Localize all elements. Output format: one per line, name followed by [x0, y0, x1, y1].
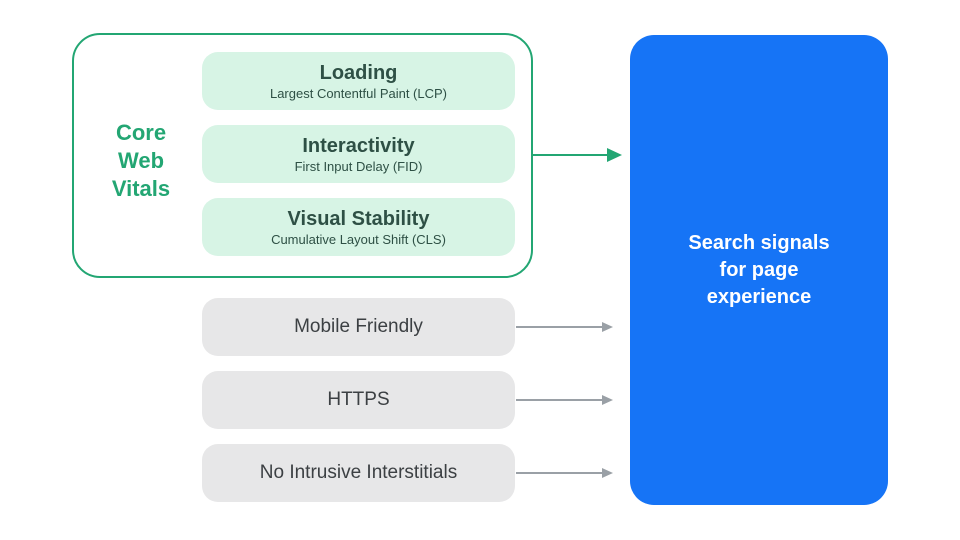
- arrow-head-icon: [602, 467, 613, 478]
- signal-card-no-intrusive-interstitials: No Intrusive Interstitials: [202, 444, 515, 502]
- core-web-vitals-group: Core Web Vitals Loading Largest Contentf…: [72, 33, 533, 278]
- signal-card-title: Loading: [319, 61, 398, 84]
- no-intrusive-interstitials-arrow: [516, 467, 613, 478]
- arrow-shaft: [516, 325, 602, 328]
- arrow-shaft: [516, 398, 602, 401]
- mobile-friendly-arrow: [516, 321, 613, 332]
- search-signals-text-line: for page: [719, 258, 799, 281]
- signal-card-loading: Loading Largest Contentful Paint (LCP): [202, 52, 515, 110]
- signal-card-title: Interactivity: [302, 134, 415, 157]
- signal-card-label: HTTPS: [327, 389, 390, 410]
- core-web-vitals-arrow: [533, 148, 622, 162]
- search-signals-text-line: Search signals: [688, 231, 830, 254]
- core-web-vitals-label-line: Vitals: [111, 176, 171, 201]
- arrow-head-icon: [602, 394, 613, 405]
- arrow-head-icon: [607, 148, 622, 162]
- signal-card-mobile-friendly: Mobile Friendly: [202, 298, 515, 356]
- signal-card-label: Mobile Friendly: [294, 316, 423, 337]
- signal-card-interactivity: Interactivity First Input Delay (FID): [202, 125, 515, 183]
- search-signals-text-line: experience: [706, 285, 812, 308]
- https-arrow: [516, 394, 613, 405]
- arrow-head-icon: [602, 321, 613, 332]
- signal-card-visual-stability: Visual Stability Cumulative Layout Shift…: [202, 198, 515, 256]
- arrow-shaft: [516, 471, 602, 474]
- signal-card-title: Visual Stability: [287, 207, 430, 230]
- core-web-vitals-label: Core Web Vitals: [82, 119, 200, 203]
- signal-card-subtitle: Cumulative Layout Shift (CLS): [271, 231, 446, 247]
- core-web-vitals-label-line: Core: [115, 120, 167, 145]
- signal-card-subtitle: Largest Contentful Paint (LCP): [269, 85, 448, 101]
- core-web-vitals-cards: Loading Largest Contentful Paint (LCP) I…: [202, 52, 515, 256]
- core-web-vitals-label-line: Web: [117, 148, 165, 173]
- arrow-shaft: [533, 153, 607, 157]
- signal-card-https: HTTPS: [202, 371, 515, 429]
- other-signals-group: Mobile Friendly HTTPS No Intrusive Inter…: [202, 298, 515, 502]
- signal-card-subtitle: First Input Delay (FID): [294, 158, 423, 174]
- search-signals-box: Search signals for page experience: [630, 35, 888, 505]
- signal-card-label: No Intrusive Interstitials: [259, 462, 458, 483]
